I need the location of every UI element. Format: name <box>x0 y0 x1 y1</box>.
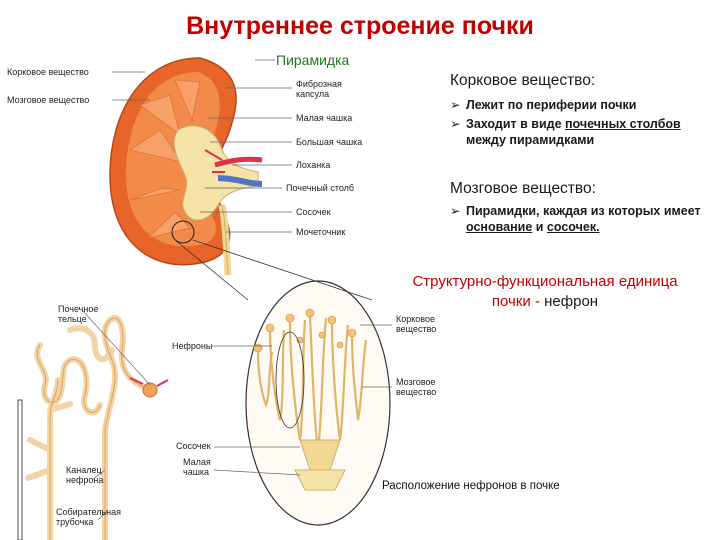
label-cortex-magnified: Корковое вещество <box>396 314 437 334</box>
label-minor-calyx: Малая чашка <box>296 113 353 123</box>
magnified-section <box>245 280 391 526</box>
label-medulla-magnified: Мозговое вещество <box>396 377 437 397</box>
label-fibrous-capsule: Фиброзная капсула <box>296 79 342 99</box>
label-renal-corpuscle: Почечное тельце <box>58 304 99 324</box>
figure-caption: Расположение нефронов в почке <box>382 480 560 492</box>
structural-unit-text: Структурно-функциональная единица почки … <box>412 273 678 310</box>
label-renal-pelvis: Лоханка <box>296 160 331 170</box>
label-nephrons: Нефроны <box>172 341 213 351</box>
label-collecting-duct: Собирательная трубочка <box>56 507 122 527</box>
medulla-bullet-1: ➢Пирамидки, каждая из которых имеет осно… <box>450 204 701 234</box>
label-papilla: Сосочек <box>296 207 331 217</box>
renal-artery <box>214 156 263 168</box>
label-minor-calyx-magnified: Малая чашка <box>183 457 211 477</box>
pyramid-label: Пирамидка <box>276 52 350 68</box>
label-nephron-tubule: Каналец нефрона <box>66 465 104 485</box>
label-major-calyx: Большая чашка <box>296 137 363 147</box>
medulla-heading: Мозговое вещество: <box>450 180 596 197</box>
label-medulla: Мозговое вещество <box>7 95 90 105</box>
cortex-bullet-1: ➢Лежит по периферии почки <box>450 98 637 112</box>
label-renal-column: Почечный столб <box>286 183 355 193</box>
page-title: Внутреннее строение почки <box>186 12 534 40</box>
renal-vein <box>217 175 263 187</box>
label-cortex: Корковое вещество <box>7 67 89 77</box>
cortex-heading: Корковое вещество: <box>450 72 596 89</box>
label-ureter: Мочеточник <box>296 227 346 237</box>
label-papilla-magnified: Сосочек <box>176 441 211 451</box>
